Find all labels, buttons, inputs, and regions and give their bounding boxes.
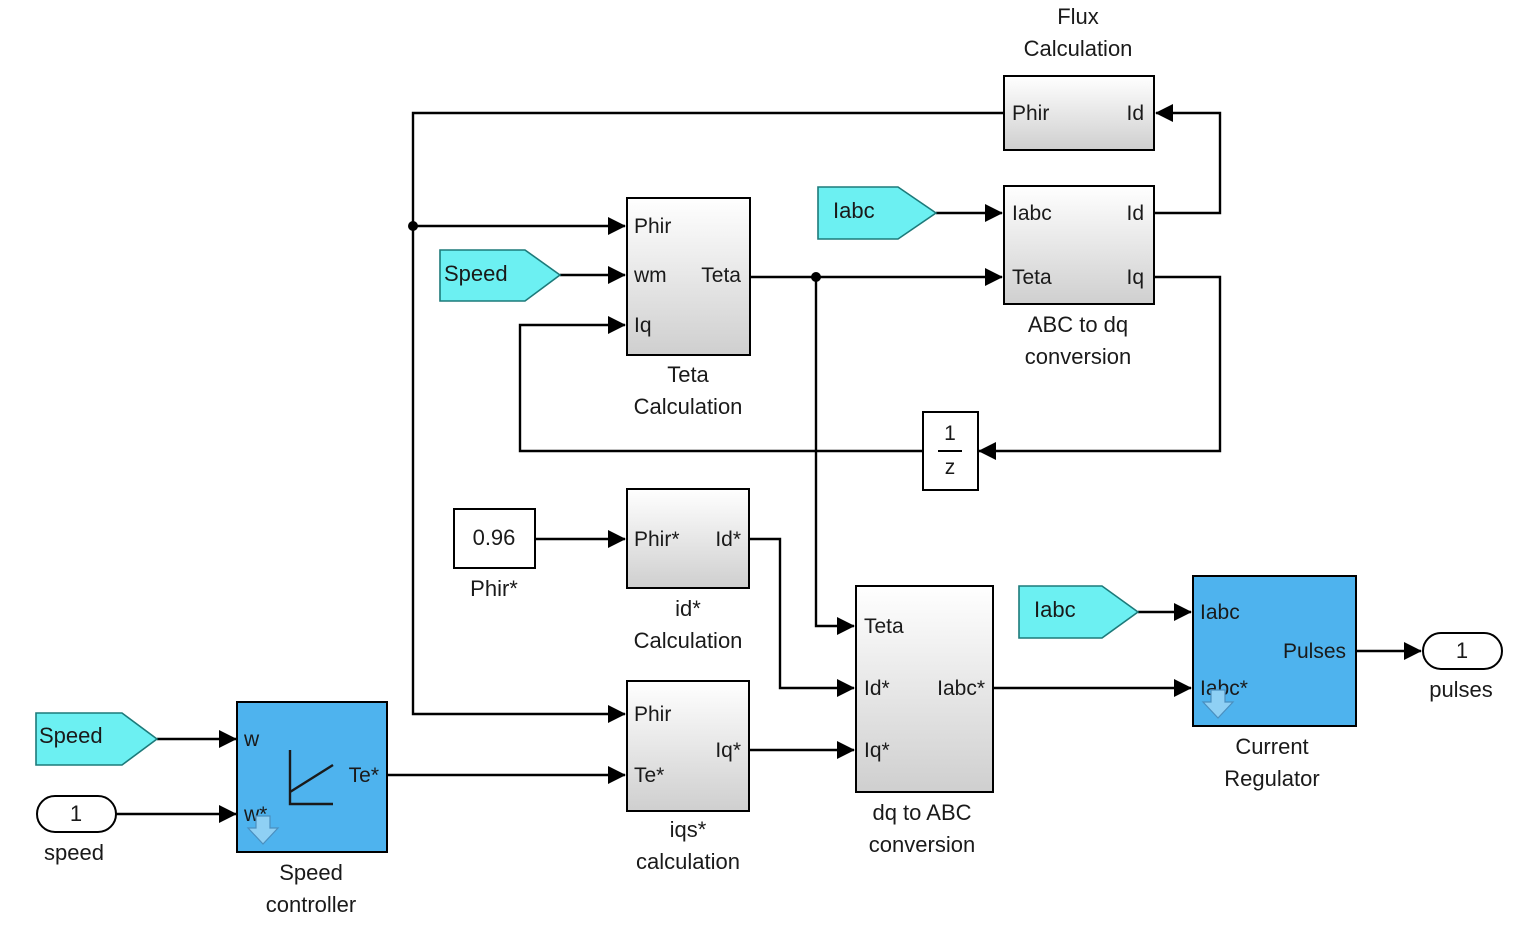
- flux-calculation-block[interactable]: Flux Calculation Phir Id: [1003, 4, 1155, 151]
- idcalc-title-2: Calculation: [634, 628, 743, 653]
- junction-dot: [408, 221, 418, 231]
- inport-speed[interactable]: 1 speed: [36, 795, 117, 865]
- iqscalc-in-phir: Phir: [634, 703, 671, 726]
- speedctrl-title-1: Speed: [279, 860, 343, 885]
- iqscalc-out-iq: Iq*: [715, 739, 741, 762]
- unit-delay-block[interactable]: 1 z: [922, 411, 979, 491]
- wire-idref-to-dqabc[interactable]: [750, 537, 855, 697]
- from-tag-iabc-bottom[interactable]: Iabc: [1018, 585, 1140, 639]
- teta-title-2: Calculation: [634, 394, 743, 419]
- phir-const-value: 0.96: [473, 525, 516, 550]
- speed-controller-block[interactable]: w w* Te* Speed controller: [236, 701, 388, 917]
- abcdq-out-iq: Iq: [1126, 266, 1144, 289]
- teta-in-wm: wm: [633, 264, 667, 287]
- abc-to-dq-block[interactable]: Iabc Teta Id Iq ABC to dq conversion: [1003, 185, 1155, 369]
- teta-out-teta: Teta: [701, 264, 741, 287]
- from-tag-label: Speed: [444, 261, 508, 286]
- teta-box[interactable]: [626, 197, 751, 356]
- iqscalc-box[interactable]: [626, 680, 750, 812]
- phir-const-box[interactable]: [453, 508, 536, 569]
- teta-title-1: Teta: [667, 362, 709, 387]
- iqscalc-in-te: Te*: [634, 764, 664, 787]
- phir-const-label: Phir*: [470, 576, 518, 601]
- phir-constant-block[interactable]: 0.96 Phir*: [453, 508, 536, 601]
- iqscalc-title-1: iqs*: [670, 817, 707, 842]
- dqabc-out-iabc: Iabc*: [937, 677, 985, 700]
- dqabc-title-2: conversion: [869, 832, 975, 857]
- from-tag-label: Iabc: [833, 198, 875, 223]
- abcdq-in-teta: Teta: [1012, 266, 1052, 289]
- abcdq-in-iabc: Iabc: [1012, 202, 1052, 225]
- flux-title-2: Calculation: [1024, 36, 1133, 61]
- flux-title-1: Flux: [1057, 4, 1099, 29]
- dqabc-box[interactable]: [855, 585, 994, 793]
- from-tag-speed-bottom[interactable]: Speed: [35, 712, 159, 766]
- current-regulator-block[interactable]: Iabc Iabc* Pulses Current Regulator: [1192, 575, 1357, 791]
- flux-out-phir: Phir: [1012, 102, 1049, 125]
- speedctrl-out-te: Te*: [349, 764, 379, 787]
- from-tag-iabc-top[interactable]: Iabc: [817, 186, 938, 240]
- inport-label: speed: [44, 840, 104, 865]
- idcalc-in-phir: Phir*: [634, 528, 680, 551]
- outport-pulses[interactable]: 1 pulses: [1422, 632, 1503, 702]
- dqabc-in-iq: Iq*: [864, 739, 890, 762]
- wire-delay-to-teta-iq[interactable]: [518, 316, 922, 453]
- wire-id-to-flux[interactable]: [1154, 104, 1222, 215]
- outport-label: pulses: [1429, 677, 1493, 702]
- signal-lines: [116, 104, 1422, 823]
- iqscalc-title-2: calculation: [636, 849, 740, 874]
- mask-down-arrow-icon: [246, 815, 280, 845]
- abcdq-title-2: conversion: [1025, 344, 1131, 369]
- saturation-icon: [288, 750, 334, 806]
- wire-teta-to-dqabc[interactable]: [814, 277, 855, 635]
- wire-phir-feedback[interactable]: [411, 111, 1004, 723]
- idcalc-title-1: id*: [675, 596, 701, 621]
- flux-in-id: Id: [1126, 102, 1144, 125]
- outport-number: 1: [1456, 638, 1468, 663]
- idcalc-box[interactable]: [626, 488, 750, 589]
- flux-box[interactable]: [1003, 75, 1155, 151]
- from-tag-speed-mid[interactable]: Speed: [439, 249, 562, 302]
- delay-den: z: [945, 456, 956, 479]
- dqabc-title-1: dq to ABC: [872, 800, 971, 825]
- abcdq-title-1: ABC to dq: [1028, 312, 1128, 337]
- dqabc-in-teta: Teta: [864, 615, 904, 638]
- idcalc-out-id: Id*: [715, 528, 741, 551]
- speedctrl-in-w: w: [243, 728, 260, 751]
- inport-number: 1: [70, 801, 82, 826]
- wire-iq-to-delay[interactable]: [978, 275, 1222, 460]
- iqs-calculation-block[interactable]: Phir Te* Iq* iqs* calculation: [626, 680, 750, 874]
- delay-num: 1: [944, 422, 956, 445]
- abcdq-box[interactable]: [1003, 185, 1155, 305]
- from-tag-label: Speed: [39, 723, 103, 748]
- curreg-title-1: Current: [1235, 734, 1308, 759]
- from-tag-label: Iabc: [1034, 597, 1076, 622]
- teta-calculation-block[interactable]: Phir wm Iq Teta Teta Calculation: [626, 197, 751, 419]
- teta-in-phir: Phir: [634, 215, 671, 238]
- abcdq-out-id: Id: [1126, 202, 1144, 225]
- curreg-title-2: Regulator: [1224, 766, 1319, 791]
- curreg-in-iabc: Iabc: [1200, 601, 1240, 624]
- id-calculation-block[interactable]: Phir* Id* id* Calculation: [626, 488, 750, 653]
- mask-down-arrow-icon: [1201, 689, 1235, 719]
- dq-to-abc-block[interactable]: Teta Id* Iq* Iabc* dq to ABC conversion: [855, 585, 994, 857]
- curreg-out-pulses: Pulses: [1283, 640, 1346, 663]
- teta-in-iq: Iq: [634, 314, 652, 337]
- dqabc-in-id: Id*: [864, 677, 890, 700]
- speedctrl-title-2: controller: [266, 892, 356, 917]
